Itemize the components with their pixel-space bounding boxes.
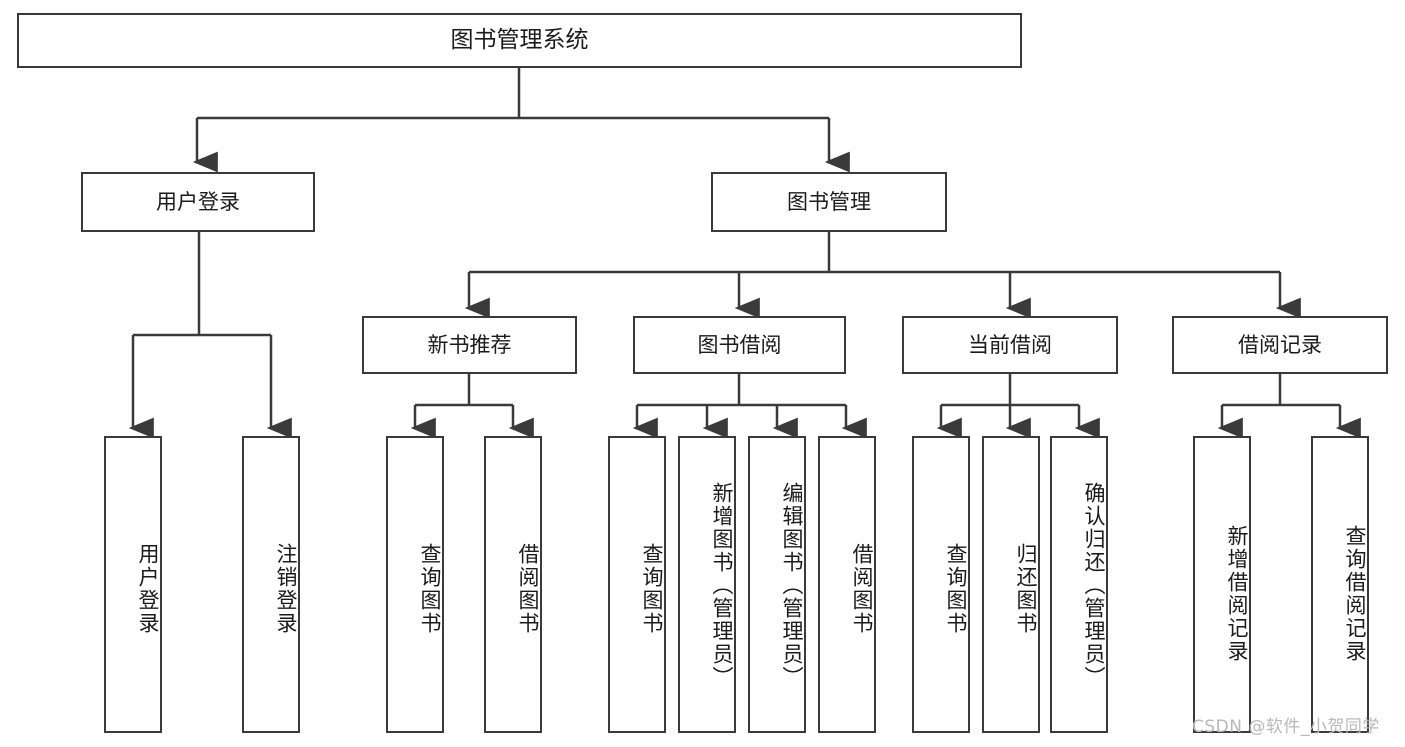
node-label: 新书推荐: [427, 332, 512, 357]
node-label: 查询图书: [418, 542, 442, 635]
leaf-node-query-book-current[interactable]: 查询图书: [912, 436, 970, 733]
node-label: 借阅记录: [1238, 332, 1322, 357]
leaf-node-logout[interactable]: 注销登录: [242, 436, 300, 733]
node-user-login[interactable]: 用户登录: [81, 172, 315, 232]
node-label: 归还图书: [1014, 542, 1038, 635]
leaf-node-borrow-book-recommend[interactable]: 借阅图书: [484, 436, 542, 733]
node-label: 确认归还（管理员）: [1082, 482, 1106, 689]
leaf-node-query-book-borrow[interactable]: 查询图书: [608, 436, 666, 733]
node-new-book-recommendation[interactable]: 新书推荐: [362, 316, 577, 374]
leaf-node-add-borrow-record[interactable]: 新增借阅记录: [1193, 436, 1251, 733]
leaf-node-user-login[interactable]: 用户登录: [104, 436, 162, 733]
node-label: 借阅图书: [516, 542, 540, 635]
node-borrow-record[interactable]: 借阅记录: [1172, 316, 1388, 374]
node-label: 图书借阅: [697, 332, 782, 357]
node-label: 图书管理系统: [450, 26, 589, 53]
leaf-node-edit-book-admin[interactable]: 编辑图书（管理员）: [748, 436, 806, 733]
leaf-node-confirm-return-admin[interactable]: 确认归还（管理员）: [1050, 436, 1108, 733]
node-root-book-management-system[interactable]: 图书管理系统: [17, 13, 1022, 68]
node-book-manage[interactable]: 图书管理: [711, 172, 947, 232]
node-label: 用户登录: [156, 189, 240, 214]
leaf-node-query-book-recommend[interactable]: 查询图书: [386, 436, 444, 733]
node-label: 用户登录: [136, 542, 160, 635]
node-label: 编辑图书（管理员）: [780, 482, 804, 689]
csdn-watermark: CSDN @软件_小贺同学: [1192, 717, 1380, 737]
node-label: 图书管理: [787, 189, 871, 214]
node-label: 新增借阅记录: [1225, 524, 1249, 663]
node-current-borrow[interactable]: 当前借阅: [902, 316, 1118, 374]
node-label: 新增图书（管理员）: [710, 482, 734, 689]
leaf-node-borrow-book[interactable]: 借阅图书: [818, 436, 876, 733]
node-label: 注销登录: [274, 542, 298, 635]
node-label: 当前借阅: [968, 332, 1052, 357]
node-book-borrow[interactable]: 图书借阅: [633, 316, 846, 374]
node-label: 查询借阅记录: [1343, 524, 1367, 663]
leaf-node-query-borrow-record[interactable]: 查询借阅记录: [1311, 436, 1369, 733]
leaf-node-add-book-admin[interactable]: 新增图书（管理员）: [678, 436, 736, 733]
node-label: 借阅图书: [850, 542, 874, 635]
leaf-node-return-book[interactable]: 归还图书: [982, 436, 1040, 733]
node-label: 查询图书: [640, 542, 664, 635]
node-label: 查询图书: [944, 542, 968, 635]
